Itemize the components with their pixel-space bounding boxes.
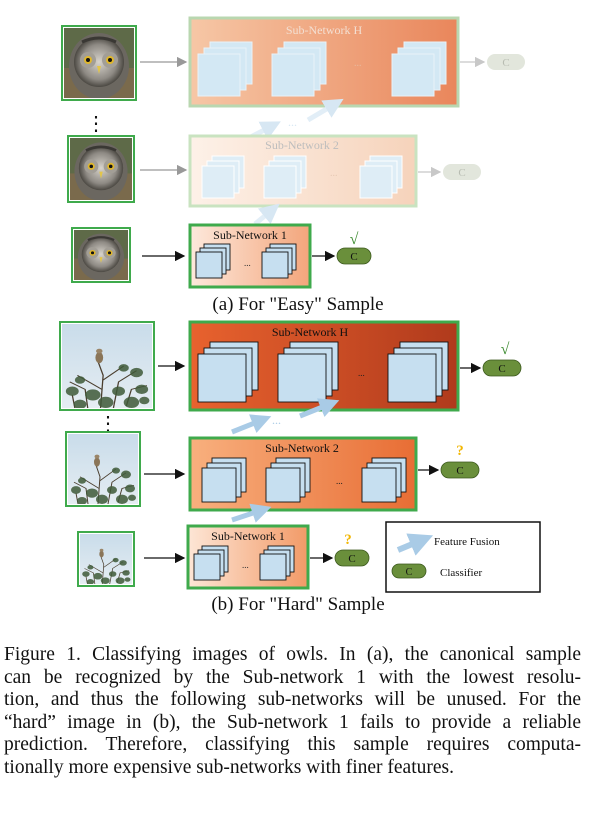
subnetwork-h-label: Sub-Network H <box>286 23 363 37</box>
ellipsis: ... <box>244 258 251 268</box>
question-mark: ? <box>456 443 464 459</box>
feature-blocks <box>197 341 449 403</box>
caption-line: Figure 1. Classifying images of owls. In… <box>4 644 581 665</box>
ellipsis: ... <box>330 168 338 179</box>
classifier-badge <box>334 549 370 567</box>
panel-a: Sub-Network H ... C ⋮ ... Sub-Network 2 <box>61 16 525 315</box>
caption-line: tion, and thus the following sub-network… <box>4 689 581 710</box>
check-mark: √ <box>501 341 510 358</box>
classifier-badge <box>487 54 525 70</box>
owl-in-tree-photo <box>68 434 138 505</box>
ellipsis: ... <box>242 560 249 570</box>
panel-b-row-2: Sub-Network 2 ... C ? <box>65 431 480 512</box>
classifier-badge <box>482 359 522 377</box>
panel-b-caption: (b) For "Hard" Sample <box>211 594 384 615</box>
panel-b: Sub-Network H ... C √ ⋮ ... Sub-Netw <box>59 320 541 615</box>
legend: Feature Fusion C Classifier <box>385 521 541 593</box>
subnetwork-2-label: Sub-Network 2 <box>265 138 339 152</box>
caption-line: “hard” image in (b), the Sub-network 1 f… <box>4 711 581 733</box>
vertical-ellipsis: ⋮ <box>98 413 118 435</box>
panel-a-caption: (a) For "Easy" Sample <box>212 294 383 315</box>
panel-a-row-2: Sub-Network 2 ... C <box>67 134 481 208</box>
feature-fusion-arrows: ... <box>231 398 340 435</box>
caption-line: prediction. Therefore, classifying this … <box>4 734 581 755</box>
ellipsis: ... <box>358 368 365 378</box>
classifier-badge <box>443 164 481 180</box>
classifier-label: C <box>502 57 509 69</box>
owl-in-tree-photo <box>62 324 152 409</box>
owl-in-tree-photo <box>80 534 132 585</box>
ellipsis: ... <box>336 476 343 486</box>
caption-line: can be recognized by the Sub-network 1 w… <box>4 666 581 688</box>
owl-photo <box>70 138 132 201</box>
feature-blocks <box>201 155 403 199</box>
feature-fusion-icon <box>396 533 434 556</box>
classifier-badge <box>336 247 372 265</box>
feature-blocks <box>195 243 297 279</box>
panel-a-row-1: Sub-Network 1 ... C √ <box>71 223 372 289</box>
classifier-label: C <box>456 465 463 477</box>
legend-classifier-symbol: C <box>406 567 413 578</box>
vertical-ellipsis: ⋮ <box>86 113 106 135</box>
owl-classification-figure: Sub-Network H ... C ⋮ ... Sub-Network 2 <box>59 16 541 615</box>
check-mark: √ <box>350 231 359 248</box>
question-mark: ? <box>344 532 352 548</box>
subnetwork-2-label: Sub-Network 2 <box>265 441 339 455</box>
classifier-label: C <box>498 363 505 375</box>
feature-blocks <box>197 41 447 97</box>
subnetwork-1-label: Sub-Network 1 <box>211 529 285 543</box>
legend-box <box>385 521 541 593</box>
owl-photo <box>64 28 134 99</box>
legend-feature-fusion: Feature Fusion <box>434 536 500 548</box>
feature-blocks <box>201 457 407 503</box>
panel-b-row-1: Sub-Network 1 ... C ? <box>77 524 370 590</box>
subnetwork-h-label: Sub-Network H <box>272 325 349 339</box>
classifier-label: C <box>348 553 355 565</box>
classifier-badge <box>440 461 480 479</box>
panel-a-row-h: Sub-Network H ... C <box>61 16 525 108</box>
subnetwork-1-label: Sub-Network 1 <box>213 228 287 242</box>
caption-line: tionally more expensive sub-networks wit… <box>4 756 454 778</box>
feature-fusion-arrow <box>253 203 280 226</box>
fusion-ellipsis: ... <box>272 413 281 427</box>
classifier-label: C <box>458 167 465 179</box>
fusion-ellipsis: ... <box>288 115 297 129</box>
classifier-label: C <box>350 251 357 263</box>
ellipsis: ... <box>354 58 362 69</box>
owl-photo <box>74 230 128 281</box>
panel-b-row-h: Sub-Network H ... C √ <box>59 320 522 412</box>
classifier-icon <box>391 563 427 579</box>
feature-blocks <box>193 545 295 581</box>
figure-caption: Figure 1. Classifying images of owls. In… <box>4 644 581 779</box>
legend-classifier: Classifier <box>440 567 482 579</box>
feature-fusion-arrow <box>231 503 272 523</box>
